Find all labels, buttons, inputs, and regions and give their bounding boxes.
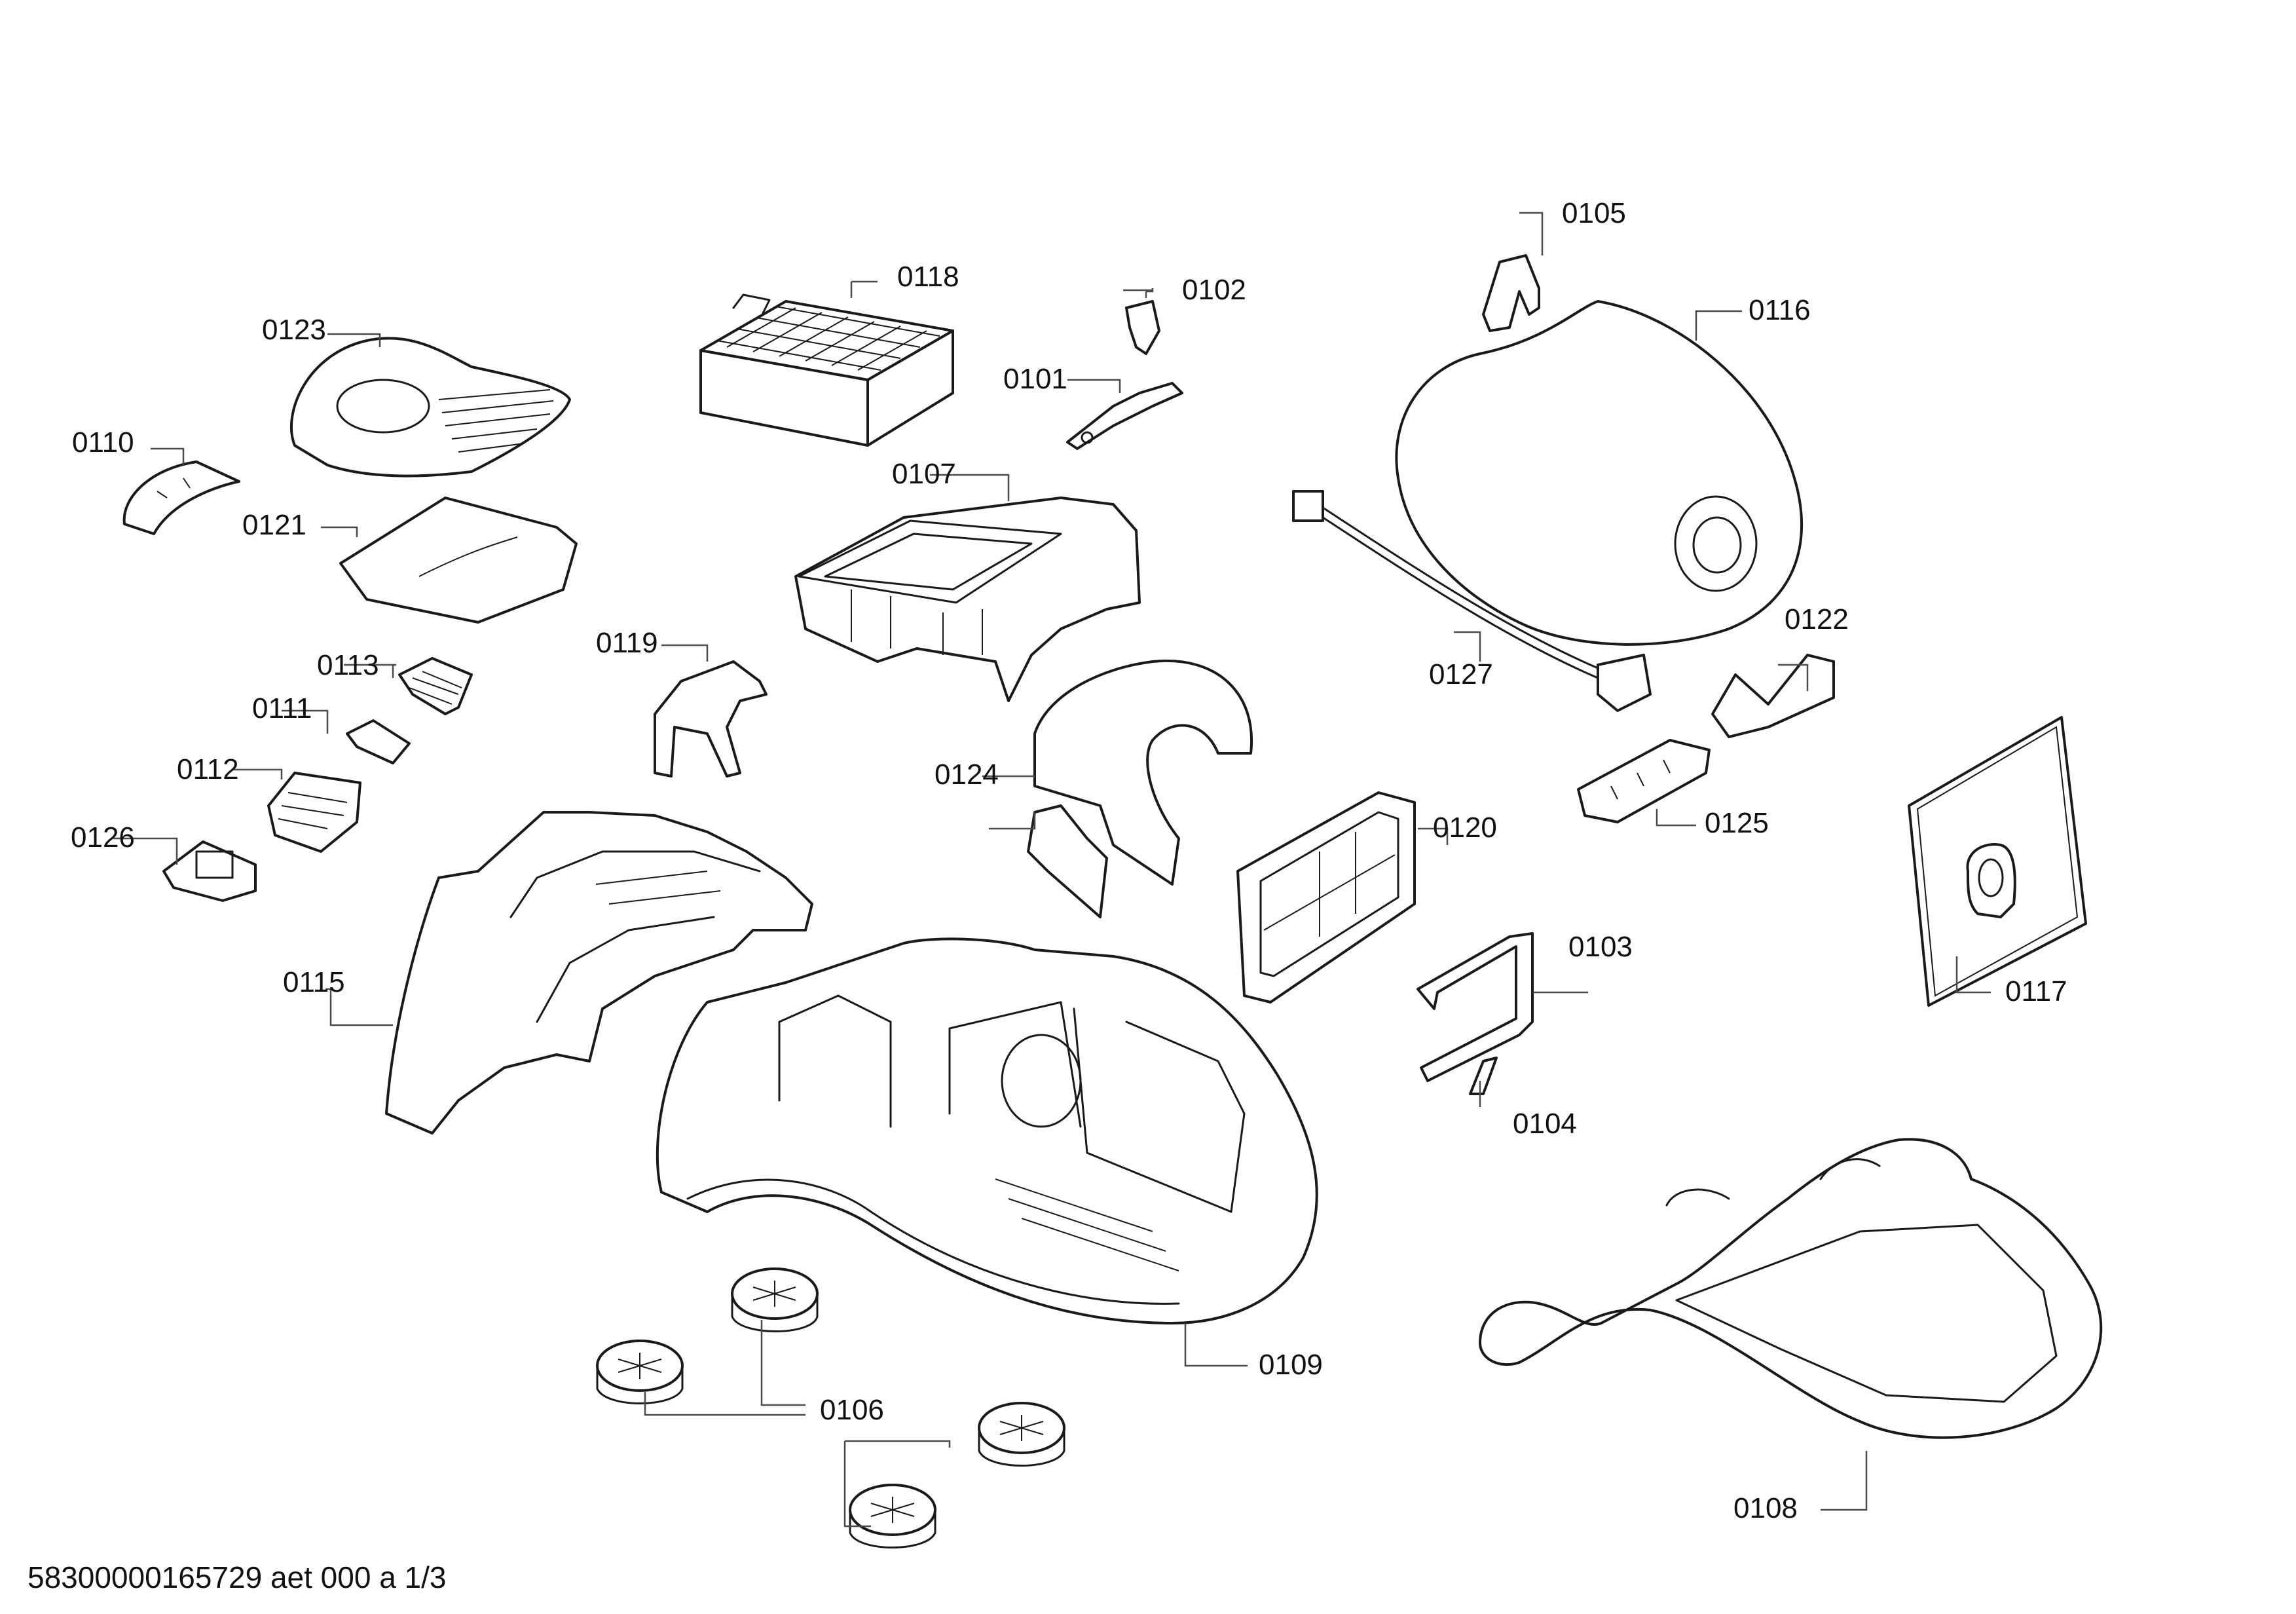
part-0118-filter-cassette [699, 293, 954, 447]
callout-0108: 0108 [1733, 1492, 1798, 1524]
part-0126-retainer [162, 840, 257, 902]
part-0117-dust-bag [1908, 716, 2087, 1007]
callout-0125: 0125 [1705, 807, 1769, 839]
callout-0111: 0111 [252, 692, 312, 724]
part-0127-wire-harness [1292, 490, 1652, 712]
callout-0116: 0116 [1749, 294, 1811, 326]
part-0106-wheel-1 [731, 1267, 819, 1332]
callout-0121: 0121 [242, 509, 306, 541]
part-0124-motor-shroud [1027, 659, 1253, 918]
part-0123-top-cover [290, 337, 571, 478]
callout-0106: 0106 [820, 1394, 884, 1426]
part-0115-front-handle-housing [385, 811, 813, 1135]
part-0107-filter-housing [794, 497, 1141, 702]
part-0106-wheel-4 [849, 1484, 936, 1548]
callout-0120: 0120 [1433, 812, 1497, 844]
document-id-footer: 58300000165729 aet 000 a 1/3 [28, 1560, 447, 1594]
part-0108-chassis-frame [1479, 1138, 2103, 1439]
callout-0113: 0113 [317, 649, 379, 681]
callout-0110: 0110 [72, 426, 134, 459]
part-0105-hinge-clip [1482, 254, 1540, 332]
part-0120-filter-frame [1236, 791, 1416, 1004]
callout-0102: 0102 [1182, 274, 1246, 306]
part-0103-bag-holder [1416, 932, 1534, 1082]
part-0111-latch [346, 719, 411, 764]
part-0102-bracket [1125, 300, 1160, 355]
callout-0107: 0107 [892, 458, 956, 490]
part-0109-main-housing [656, 937, 1318, 1324]
callout-0118: 0118 [897, 261, 959, 293]
callout-0112: 0112 [177, 753, 239, 785]
part-0122-bumper-strip [1711, 654, 1835, 738]
callout-0104: 0104 [1513, 1108, 1577, 1140]
callout-0119: 0119 [596, 627, 658, 659]
part-0112-grille-cover [267, 772, 361, 853]
part-0125-switch-block [1577, 739, 1711, 823]
part-0101-spring-lever [1066, 382, 1183, 450]
callout-0124: 0124 [935, 759, 999, 791]
part-0106-wheel-2 [596, 1340, 684, 1404]
part-0119-guide-bracket [654, 660, 768, 778]
callout-0127: 0127 [1429, 658, 1493, 690]
part-0110-clip [122, 460, 240, 535]
part-0106-wheel-3 [978, 1402, 1065, 1467]
part-0113-grille-clip [398, 657, 473, 715]
callout-0123: 0123 [262, 314, 326, 346]
callout-0105: 0105 [1562, 197, 1626, 229]
callout-0103: 0103 [1568, 931, 1633, 963]
callout-0126: 0126 [71, 821, 135, 854]
part-0104-tab [1469, 1057, 1498, 1095]
part-0121-insulation-sheet [339, 497, 578, 624]
callout-0109: 0109 [1259, 1349, 1323, 1381]
part-0116-lid [1395, 300, 1804, 646]
callout-0101: 0101 [1003, 363, 1067, 395]
callout-0115: 0115 [283, 966, 345, 998]
callout-0117: 0117 [2005, 975, 2067, 1007]
callout-0122: 0122 [1785, 603, 1849, 635]
